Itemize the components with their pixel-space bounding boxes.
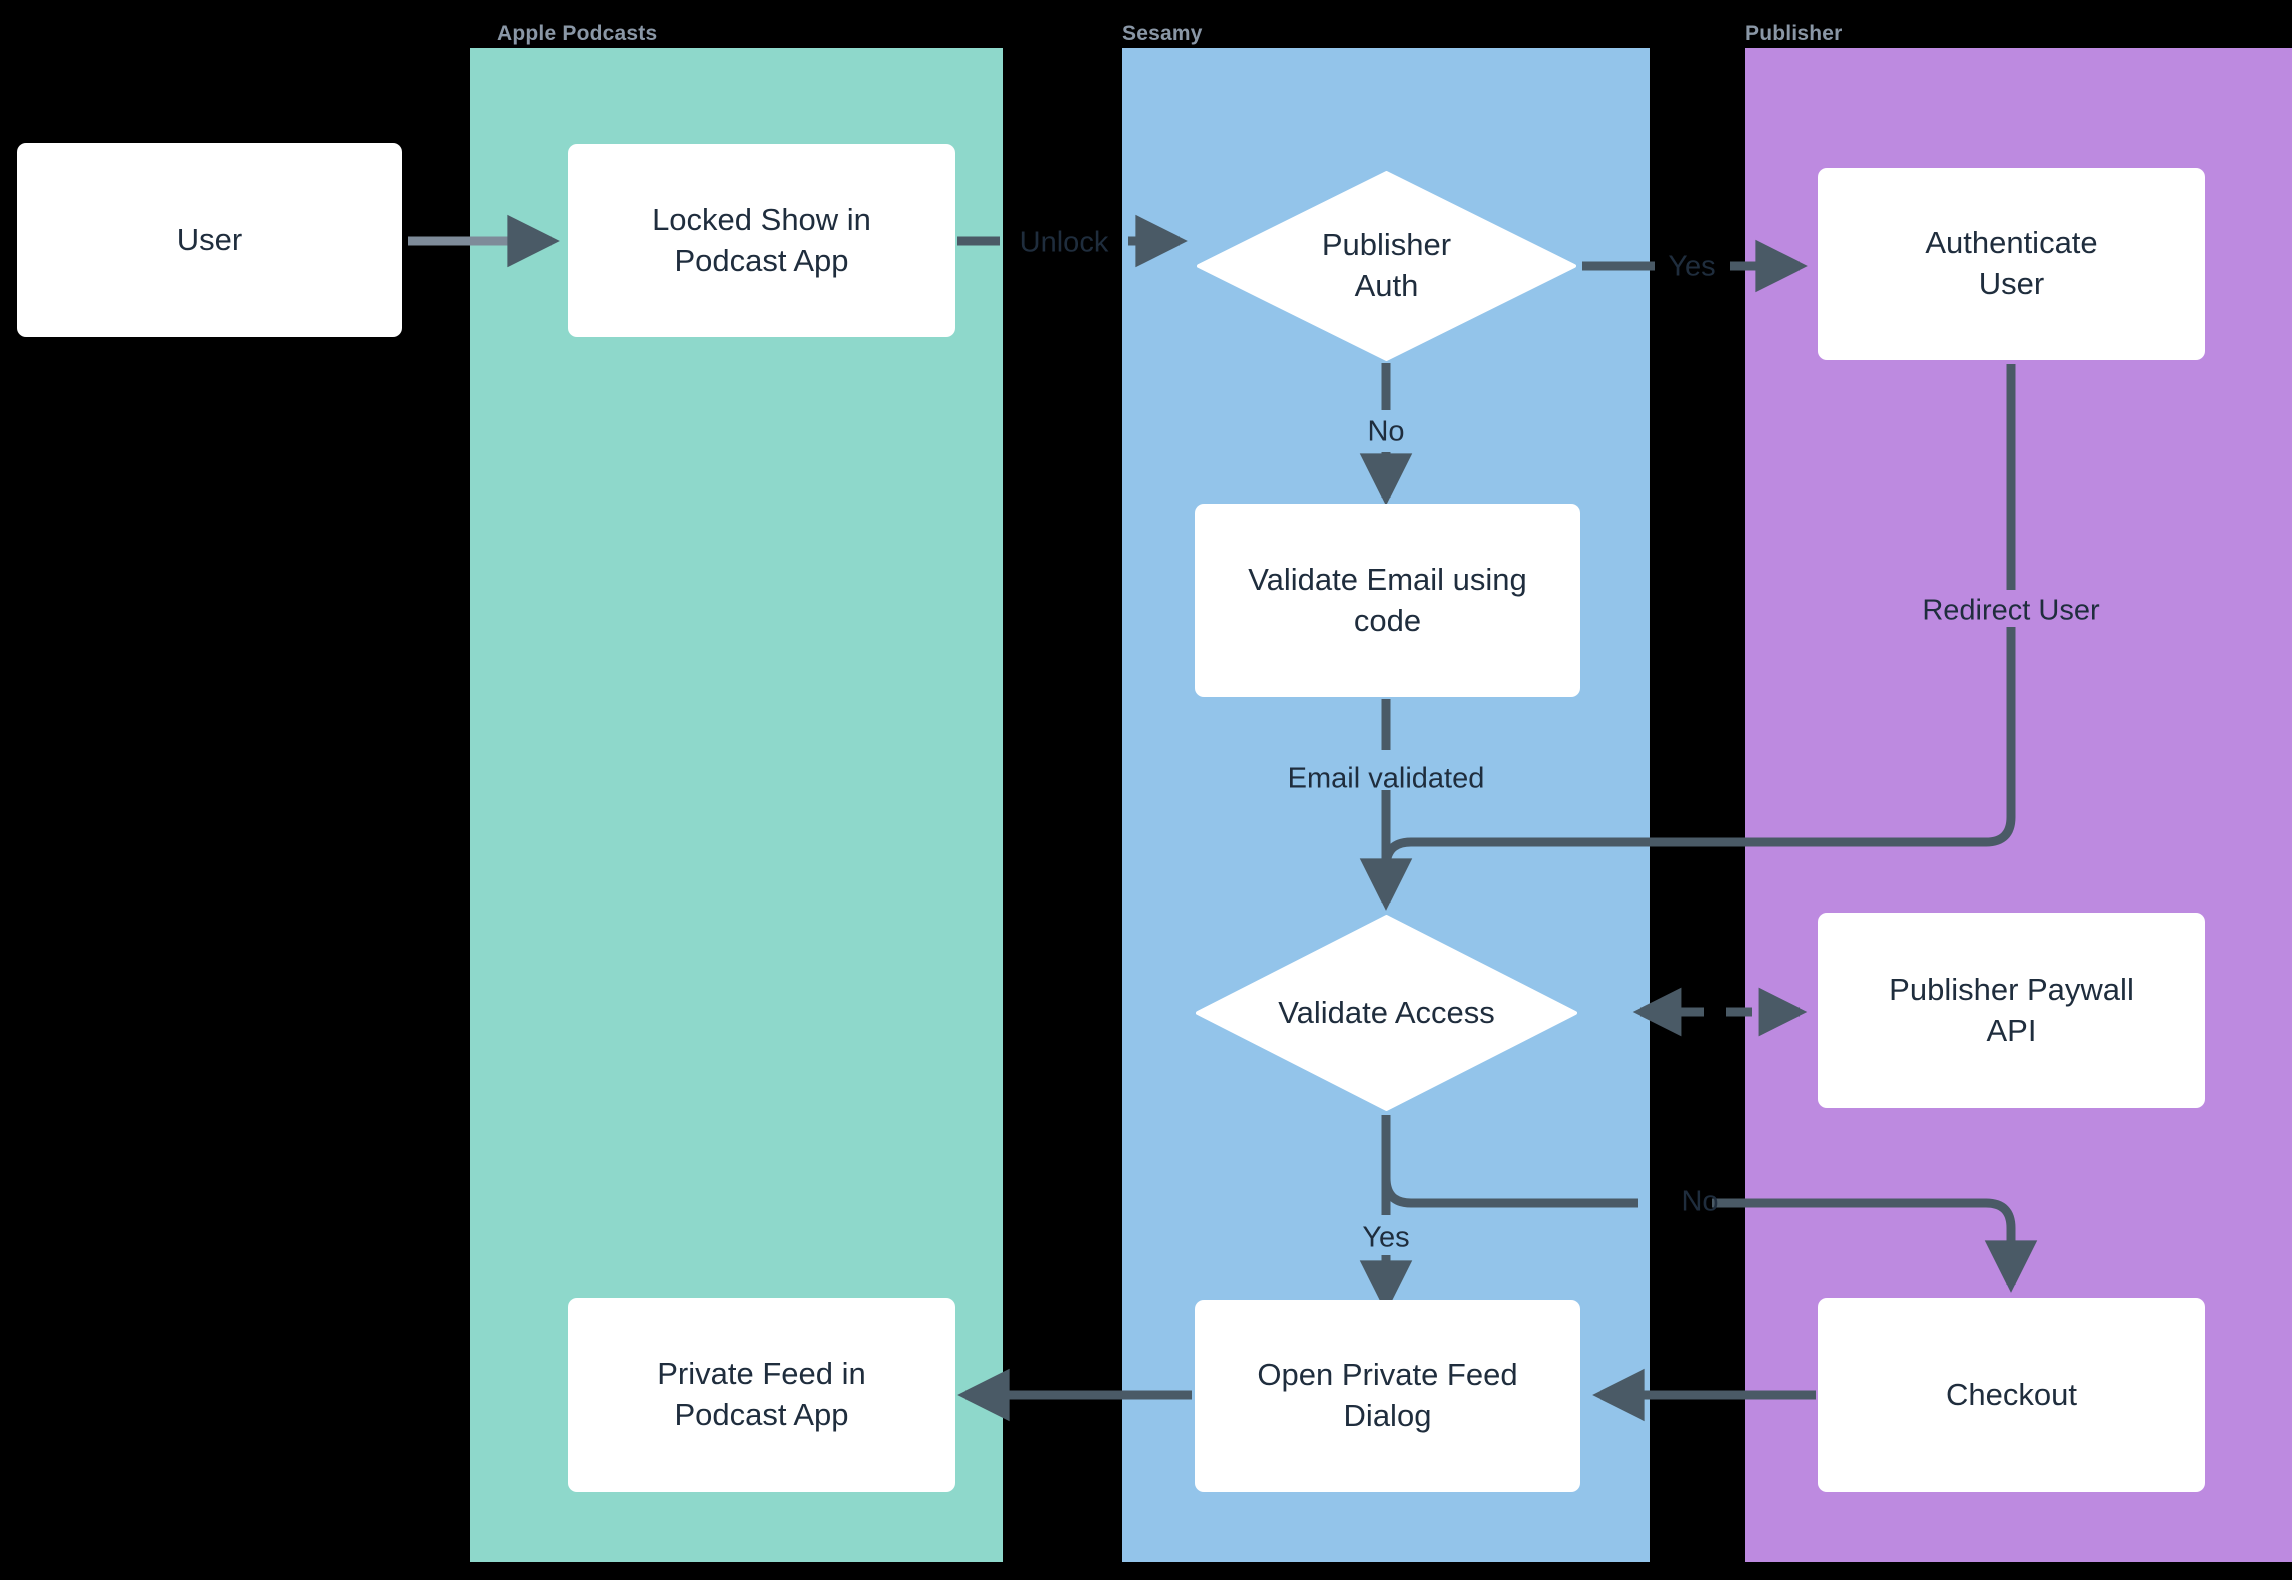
node-private-feed-in-podcast-app[interactable]: Private Feed in Podcast App [568, 1298, 955, 1492]
node-locked-show-label: Locked Show in Podcast App [652, 201, 871, 278]
node-validate-access-label: Validate Access [1278, 994, 1495, 1030]
node-publisher-paywall-api-label: Publisher Paywall API [1889, 971, 2134, 1048]
lane-title-publisher: Publisher [1745, 22, 1843, 45]
edge-label-redirect-user: Redirect User [1922, 594, 2100, 627]
edge-label-yes-auth: Yes [1668, 250, 1716, 283]
edge-label-no-access: No [1681, 1185, 1719, 1218]
node-publisher-auth[interactable]: Publisher Auth [1197, 171, 1576, 361]
node-validate-email-label: Validate Email using code [1248, 561, 1527, 638]
node-authenticate-user[interactable]: Authenticate User [1818, 168, 2205, 360]
node-private-feed-label: Private Feed in Podcast App [657, 1356, 866, 1432]
node-user-label: User [176, 221, 243, 257]
node-locked-show-in-podcast-app[interactable]: Locked Show in Podcast App [568, 144, 955, 337]
node-publisher-paywall-api[interactable]: Publisher Paywall API [1818, 913, 2205, 1108]
node-user[interactable]: User [17, 143, 402, 337]
edge-label-yes-access: Yes [1362, 1221, 1410, 1254]
node-authenticate-user-label: Authenticate User [1925, 225, 2098, 301]
node-validate-access[interactable]: Validate Access [1196, 915, 1577, 1111]
node-validate-email-using-code[interactable]: Validate Email using code [1195, 504, 1580, 697]
lane-title-apple-podcasts: Apple Podcasts [497, 22, 658, 45]
node-open-private-feed-dialog-label: Open Private Feed Dialog [1257, 1357, 1518, 1433]
node-checkout[interactable]: Checkout [1818, 1298, 2205, 1492]
diamond-shape [1196, 915, 1577, 1111]
node-checkout-label: Checkout [1946, 1376, 2077, 1412]
edge-label-no-auth: No [1367, 415, 1405, 448]
node-open-private-feed-dialog[interactable]: Open Private Feed Dialog [1195, 1300, 1580, 1492]
node-publisher-auth-label: Publisher Auth [1321, 227, 1452, 303]
edge-label-email-validated: Email validated [1287, 762, 1485, 795]
diamond-shape [1197, 171, 1576, 361]
lane-title-sesamy: Sesamy [1122, 22, 1203, 45]
edge-label-unlock: Unlock [1019, 226, 1109, 259]
